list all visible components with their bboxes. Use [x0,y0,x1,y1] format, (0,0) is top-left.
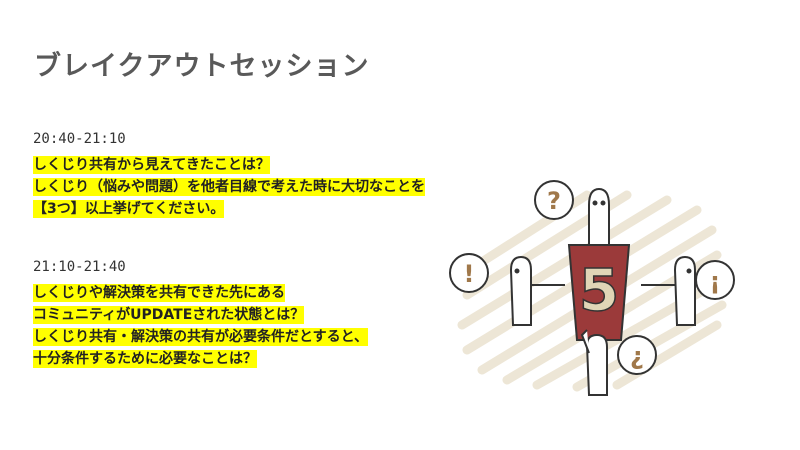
podium-icon: 5 [567,244,631,341]
slide-title: ブレイクアウトセッション [34,51,370,82]
session-block-1: 20:40-21:10 しくじり共有から見えてきたことは？ しくじり（悩みや問題… [33,131,425,220]
svg-text:!: ! [464,260,475,288]
person-left-icon [509,255,565,326]
question-line: コミュニティがUPDATEされた状態とは？ [33,306,305,324]
question-line: 【3つ】以上挙げてください。 [33,200,225,218]
svg-text:¡: ¡ [710,267,721,295]
discussion-illustration: 5 ? ! ¡ ¿ [449,180,735,396]
bubble-question-icon: ? [534,180,574,220]
bubble-exclamation-icon: ! [449,253,489,293]
question-line: 十分条件するために必要なことは？ [33,350,257,368]
bubble-inverted-question-icon: ¿ [617,335,657,375]
question-line: しくじりや解決策を共有できた先にある [33,284,285,302]
bubble-inverted-exclamation-icon: ¡ [695,260,735,300]
person-bottom-icon [580,329,608,396]
question-line: しくじり共有から見えてきたことは？ [33,156,270,174]
question-line: しくじり（悩みや問題）を他者目線で考えた時に大切なことを [33,178,425,196]
session-time: 20:40-21:10 [33,131,126,147]
question-line: しくじり共有・解決策の共有が必要条件だとすると、 [33,328,369,346]
person-top-icon [588,187,610,246]
svg-text:5: 5 [579,256,619,324]
person-right-icon [641,255,696,326]
svg-text:¿: ¿ [630,342,644,370]
session-time: 21:10-21:40 [33,259,126,275]
svg-text:?: ? [547,187,561,215]
session-block-2: 21:10-21:40 しくじりや解決策を共有できた先にある コミュニティがUP… [33,259,369,370]
